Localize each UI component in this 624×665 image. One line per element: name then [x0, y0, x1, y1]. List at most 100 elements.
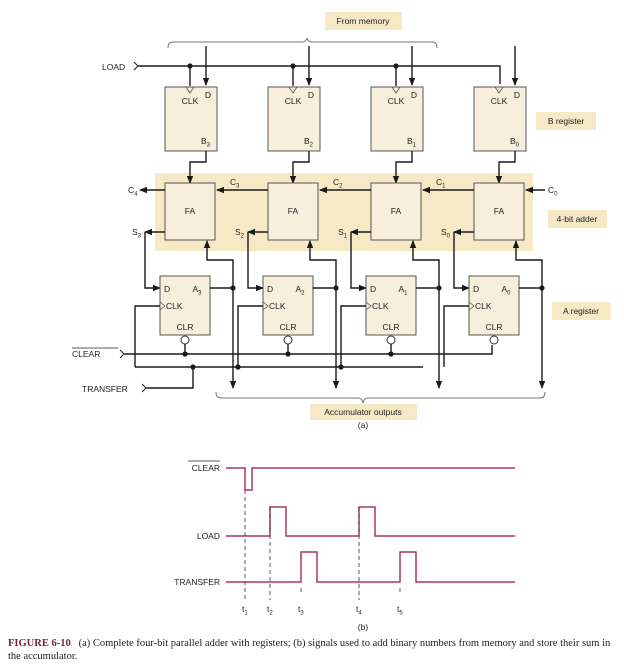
- sum-label: S2: [235, 227, 245, 240]
- clr-label: CLR: [176, 322, 193, 332]
- a-register-tag: [552, 302, 611, 320]
- b-output-label: B2: [304, 136, 314, 149]
- clock-triangle-icon: [494, 86, 504, 94]
- time-label: t4: [356, 604, 362, 617]
- transfer-signal-label: TRANSFER: [174, 577, 220, 587]
- clear-signal-label: CLEAR: [192, 463, 220, 473]
- junction-dot: [290, 63, 296, 69]
- b-register-label: B register: [548, 116, 585, 126]
- time-label: t3: [298, 604, 304, 617]
- d-label: D: [370, 284, 376, 294]
- transfer-waveform: [226, 551, 515, 583]
- part-a-label: (a): [358, 420, 369, 430]
- d-label: D: [411, 90, 417, 100]
- b-output-label: B3: [201, 136, 211, 149]
- d-label: D: [267, 284, 273, 294]
- accumulator-label: Accumulator outputs: [324, 407, 401, 417]
- carry-in-label: C0: [548, 185, 558, 198]
- clear-waveform: [226, 467, 515, 491]
- load-input-label: LOAD: [102, 62, 125, 72]
- carry-label: C3: [230, 177, 240, 190]
- adder-tag: [548, 210, 607, 228]
- inversion-bubble-icon: [489, 335, 499, 345]
- clock-triangle-icon: [468, 301, 475, 311]
- clk-label: CLK: [285, 96, 302, 106]
- fa-label: FA: [391, 206, 402, 216]
- clock-triangle-icon: [185, 86, 195, 94]
- a-register-label: A register: [563, 306, 599, 316]
- b-output-label: B1: [407, 136, 417, 149]
- part-b-label: (b): [358, 622, 369, 632]
- clr-label: CLR: [382, 322, 399, 332]
- junction-dot: [393, 63, 399, 69]
- figure-caption: FIGURE 6-10 (a) Complete four-bit parall…: [8, 637, 618, 663]
- timing-diagram: CLEAR LOAD TRANSFER t1 t2 t3 t4 t5: [174, 460, 515, 617]
- fa-label: FA: [185, 206, 196, 216]
- clk-label: CLK: [166, 301, 183, 311]
- carry-label: C2: [333, 177, 343, 190]
- a-output-label: A3: [192, 284, 202, 297]
- d-label: D: [514, 90, 520, 100]
- load-connector: [133, 61, 139, 71]
- sum-label: S0: [441, 227, 451, 240]
- clr-label: CLR: [279, 322, 296, 332]
- clock-triangle-icon: [159, 301, 166, 311]
- carry-label: C1: [436, 177, 446, 190]
- clear-input-label: CLEAR: [72, 349, 100, 359]
- inversion-bubble-icon: [283, 335, 293, 345]
- clk-label: CLK: [182, 96, 199, 106]
- memory-brace: [167, 37, 438, 49]
- clock-triangle-icon: [391, 86, 401, 94]
- fa-label: FA: [494, 206, 505, 216]
- adder-highlight: [155, 173, 533, 251]
- b-register-tag: [536, 112, 596, 130]
- time-label: t2: [267, 604, 273, 617]
- inversion-bubble-icon: [180, 335, 190, 345]
- transfer-input-label: TRANSFER: [82, 384, 128, 394]
- b-flip-flop: CLK D B2: [267, 46, 321, 184]
- a-output-label: A0: [501, 284, 511, 297]
- clk-label: CLK: [269, 301, 286, 311]
- fa-label: FA: [288, 206, 299, 216]
- load-waveform: [226, 506, 515, 537]
- d-label: D: [473, 284, 479, 294]
- a-output-label: A1: [398, 284, 408, 297]
- b-flip-flop: CLK D B1: [370, 46, 424, 184]
- clock-triangle-icon: [262, 301, 269, 311]
- load-signal-label: LOAD: [197, 531, 220, 541]
- d-label: D: [205, 90, 211, 100]
- accumulator-tag: [310, 404, 417, 420]
- caption-text: (a) Complete four-bit parallel adder wit…: [8, 638, 611, 662]
- clk-label: CLK: [475, 301, 492, 311]
- clr-label: CLR: [485, 322, 502, 332]
- inversion-bubble-icon: [386, 335, 396, 345]
- figure-number: FIGURE 6-10: [8, 638, 71, 649]
- junction-dot: [187, 63, 193, 69]
- b-flip-flop: CLK D B0: [473, 46, 527, 184]
- time-label: t5: [397, 604, 403, 617]
- clk-label: CLK: [388, 96, 405, 106]
- from-memory-label: From memory: [337, 16, 391, 26]
- clock-triangle-icon: [288, 86, 298, 94]
- clk-label: CLK: [372, 301, 389, 311]
- b-output-label: B0: [510, 136, 520, 149]
- accumulator-brace: [215, 391, 546, 404]
- sum-label: S1: [338, 227, 348, 240]
- d-label: D: [308, 90, 314, 100]
- a-output-label: A2: [295, 284, 305, 297]
- carry-out-label: C4: [128, 185, 138, 198]
- time-label: t1: [242, 604, 248, 617]
- clk-label: CLK: [491, 96, 508, 106]
- adder-label: 4-bit adder: [557, 214, 598, 224]
- b-flip-flop: CLK D B3: [164, 46, 218, 184]
- from-memory-tag: [325, 12, 402, 30]
